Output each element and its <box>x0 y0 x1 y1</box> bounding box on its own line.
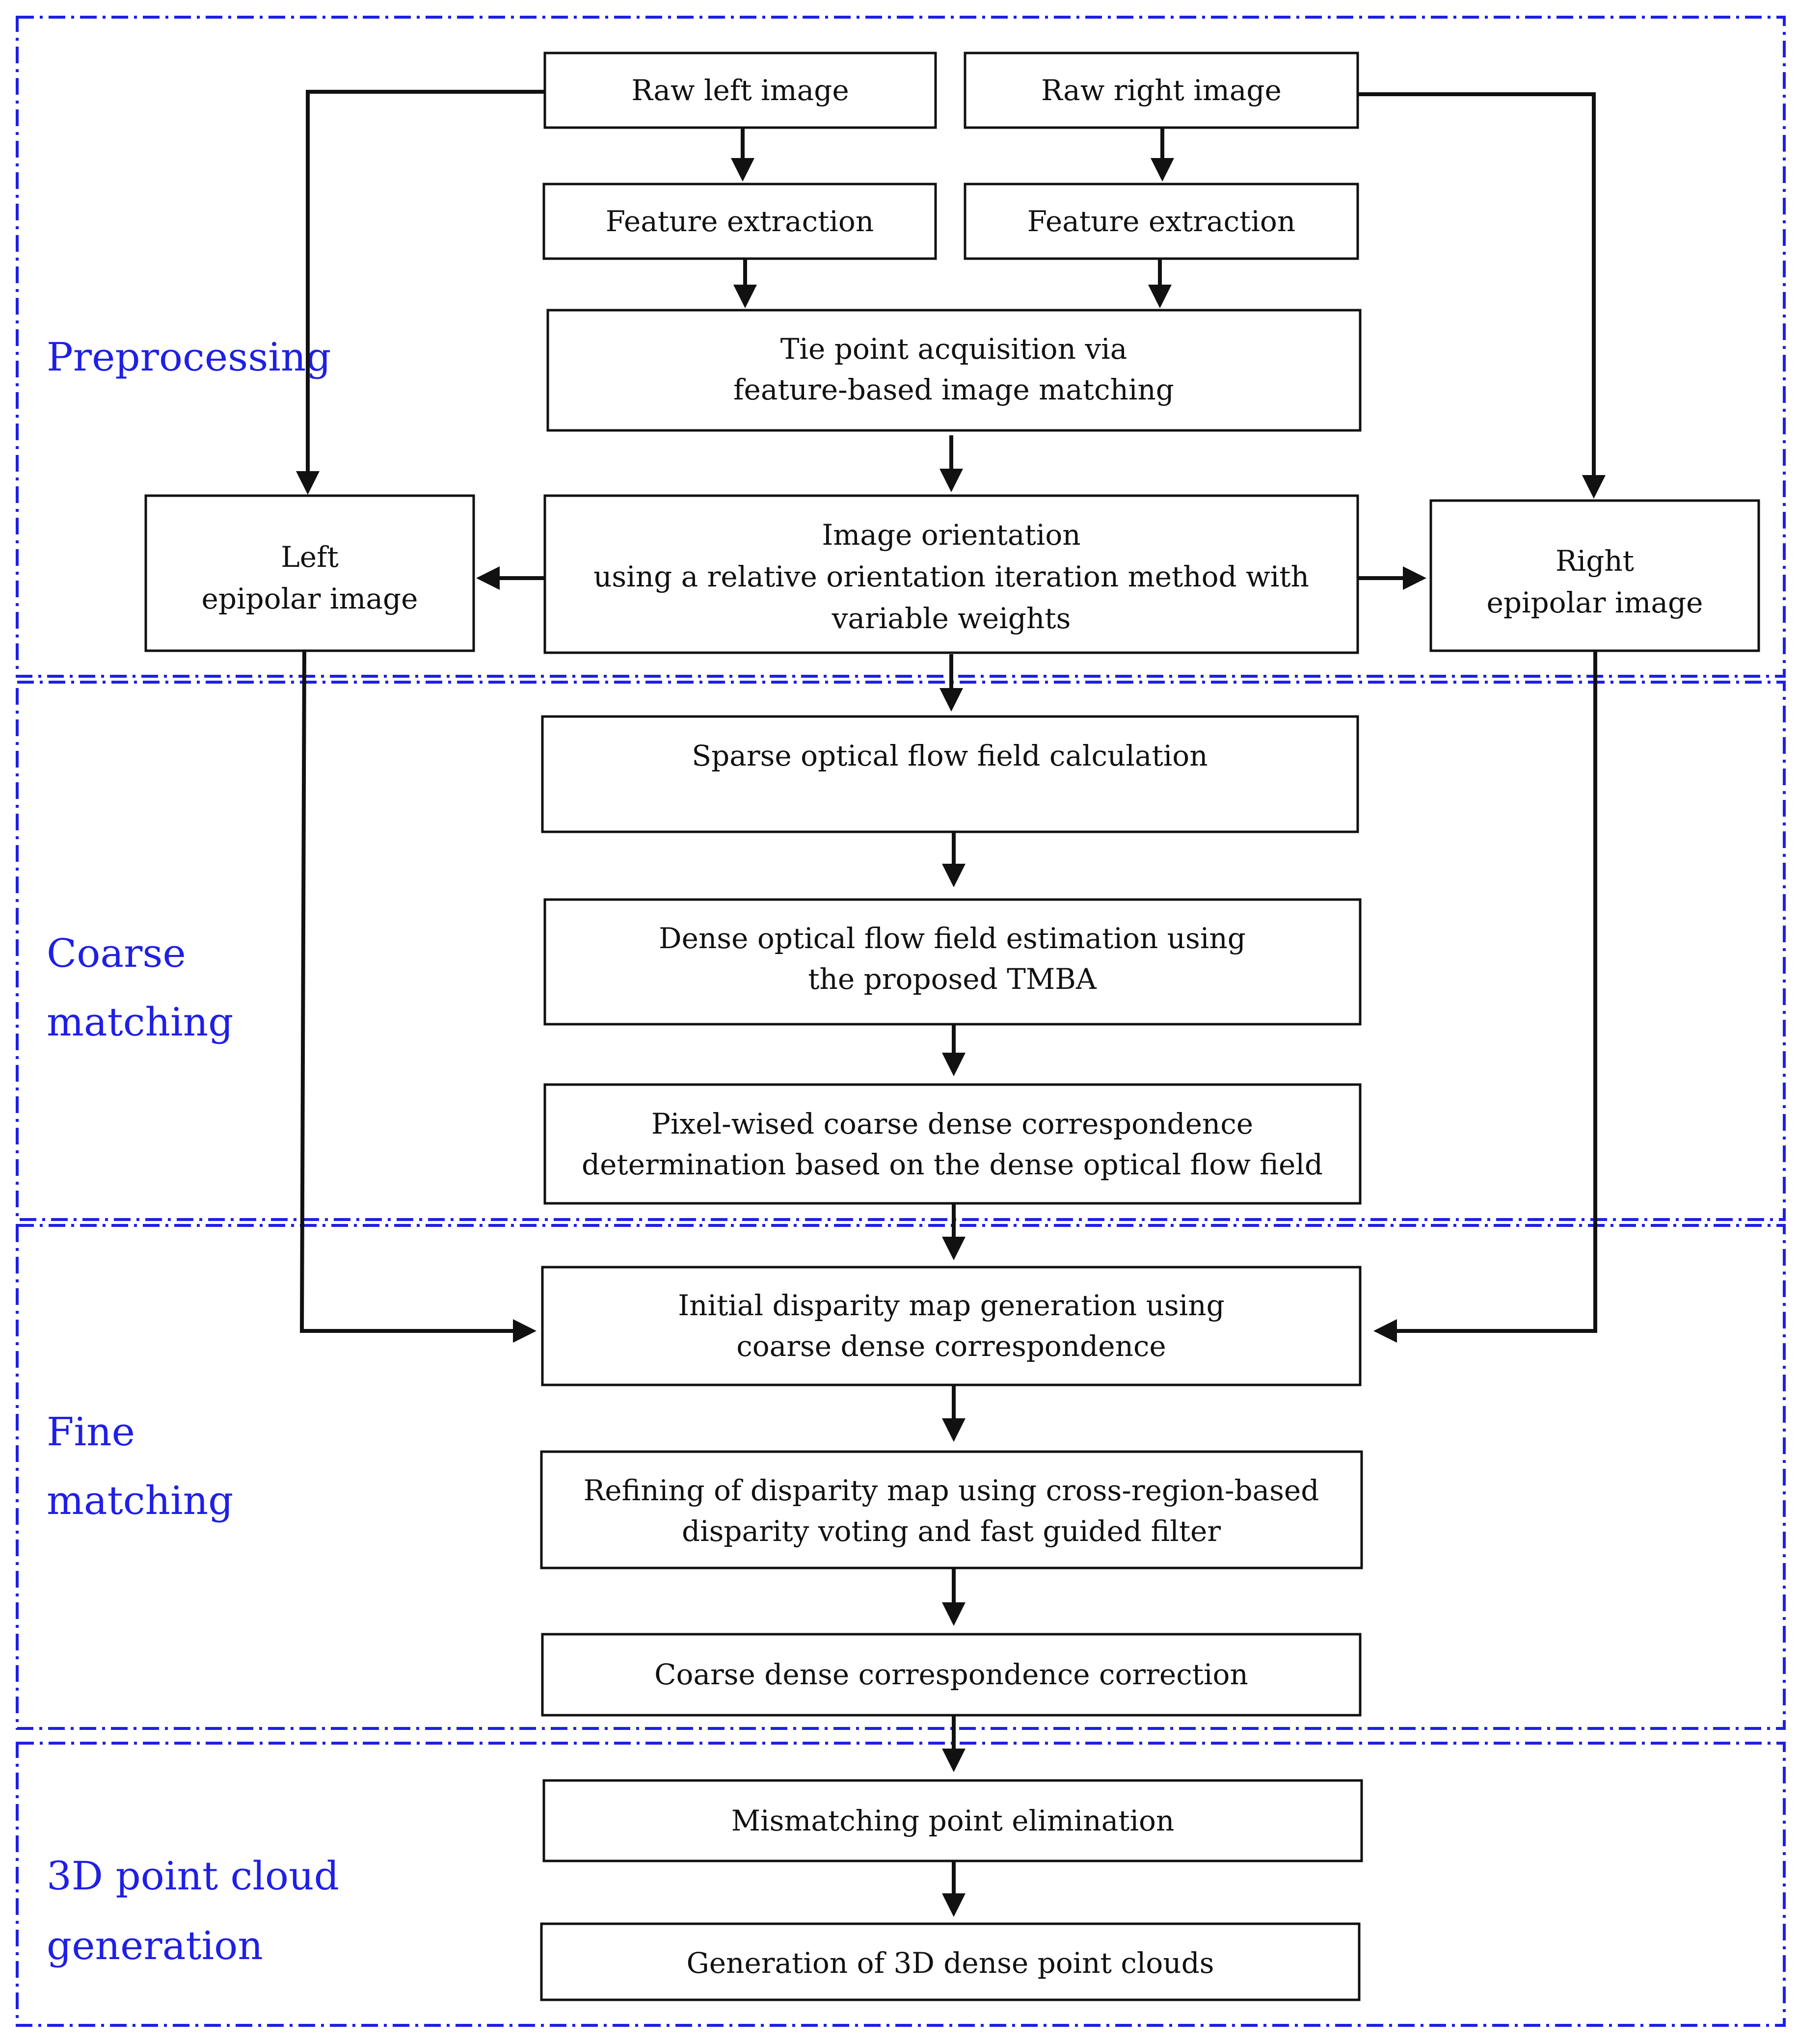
node-text-line2: the proposed TMBA <box>808 962 1097 996</box>
node-text-line2: coarse dense correspondence <box>736 1329 1166 1363</box>
node-feature-extraction-right: Feature extraction <box>964 183 1359 260</box>
node-refining-disparity-map: Refining of disparity map using cross-re… <box>540 1450 1363 1569</box>
section-label-preprocessing: Preprocessing <box>47 334 331 380</box>
node-raw-right-image: Raw right image <box>964 52 1359 129</box>
node-feature-extraction-left: Feature extraction <box>542 183 937 260</box>
node-raw-left-image: Raw left image <box>543 52 937 129</box>
section-label-coarse-1: Coarse <box>47 930 186 976</box>
node-dense-optical-flow: Dense optical flow field estimation usin… <box>543 898 1362 1026</box>
arrow-rawleft-leftepi <box>296 90 545 495</box>
node-text-line2: disparity voting and fast guided filter <box>682 1514 1221 1548</box>
section-label-pointcloud-1: 3D point cloud <box>47 1853 339 1899</box>
node-right-epipolar-image: Right epipolar image <box>1429 499 1760 652</box>
node-text-line1: Right <box>1556 544 1634 578</box>
arrow-leftepi-initial <box>299 650 537 1343</box>
node-text-line2: epipolar image <box>202 582 418 615</box>
connectors <box>296 90 1606 1917</box>
section-label-coarse-2: matching <box>47 999 233 1045</box>
node-image-orientation: Image orientation using a relative orien… <box>543 494 1359 654</box>
node-text-line1: Refining of disparity map using cross-re… <box>584 1474 1319 1507</box>
node-text-line3: variable weights <box>832 602 1071 635</box>
node-text: Feature extraction <box>1027 205 1295 238</box>
node-text-line2: using a relative orientation iteration m… <box>593 560 1309 593</box>
node-text: Generation of 3D dense point clouds <box>686 1946 1214 1980</box>
node-text: Sparse optical flow field calculation <box>692 739 1208 772</box>
node-text-line1: Left <box>281 540 339 574</box>
node-text: Feature extraction <box>606 205 874 238</box>
node-point-cloud-generation: Generation of 3D dense point clouds <box>540 1922 1361 2001</box>
node-text-line1: Image orientation <box>822 518 1080 552</box>
node-text-line2: determination based on the dense optical… <box>582 1148 1323 1181</box>
node-text: Raw right image <box>1041 74 1282 107</box>
node-text: Coarse dense correspondence correction <box>654 1658 1248 1691</box>
section-label-fine-1: Fine <box>47 1409 135 1455</box>
arrow-rawright-rightepi <box>1358 92 1606 499</box>
section-label-fine-2: matching <box>47 1478 233 1523</box>
section-frame-point-cloud <box>16 1742 1786 2027</box>
node-text-line1: Pixel-wised coarse dense correspondence <box>651 1107 1253 1141</box>
section-frame-preprocessing <box>16 16 1786 678</box>
node-sparse-optical-flow: Sparse optical flow field calculation <box>541 715 1359 833</box>
node-text-line2: epipolar image <box>1487 586 1703 619</box>
node-correspondence-correction: Coarse dense correspondence correction <box>541 1633 1362 1717</box>
arrow-rightepi-initial <box>1373 651 1597 1343</box>
node-pixel-wised-correspondence: Pixel-wised coarse dense correspondence … <box>543 1083 1362 1205</box>
section-frame-fine-matching <box>16 1224 1786 1730</box>
section-label-pointcloud-2: generation <box>47 1923 263 1968</box>
node-text-line1: Dense optical flow field estimation usin… <box>659 922 1246 955</box>
node-text-line1: Tie point acquisition via <box>780 332 1127 366</box>
node-mismatching-elimination: Mismatching point elimination <box>542 1779 1363 1862</box>
node-text-line2: feature-based image matching <box>733 373 1174 406</box>
node-left-epipolar-image: Left epipolar image <box>144 494 475 652</box>
node-text: Raw left image <box>631 74 849 107</box>
node-text-line1: Initial disparity map generation using <box>678 1289 1224 1322</box>
node-tie-point-acquisition: Tie point acquisition via feature-based … <box>546 309 1362 432</box>
node-text: Mismatching point elimination <box>731 1804 1175 1837</box>
section-frame-coarse-matching <box>16 681 1786 1221</box>
node-initial-disparity-map: Initial disparity map generation using c… <box>541 1266 1362 1386</box>
